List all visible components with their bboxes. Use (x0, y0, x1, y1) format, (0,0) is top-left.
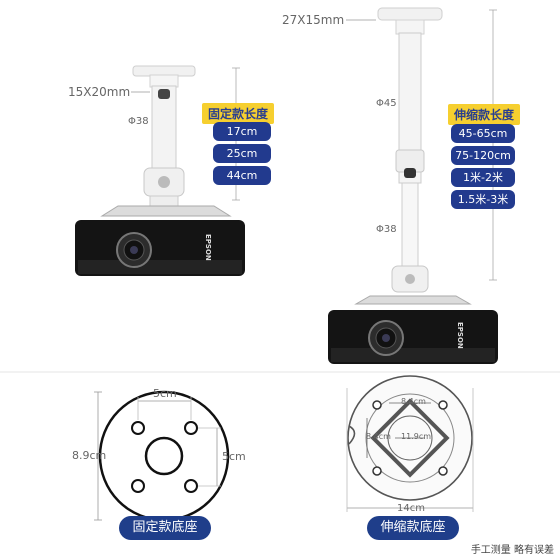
tele-base-inner-left-dim: 8.4cm (366, 432, 391, 441)
fixed-base-drawing (94, 390, 230, 522)
tele-pipe-size-label: 27X15mm (282, 13, 345, 27)
tele-ceiling-plate (377, 7, 443, 21)
tele-diameter-upper-label: Φ45 (376, 98, 397, 109)
tele-base-center-dim: 11.9cm (401, 432, 432, 441)
fixed-mount-drawing: EPSON (75, 65, 245, 276)
fixed-base-right-dim: 5cm (222, 450, 246, 463)
fixed-base-top-dim: 5cm (153, 387, 177, 400)
tele-inner-pole (401, 182, 419, 272)
tele-length-list: 45-65cm 75-120cm 1米-2米 1.5米-3米 (451, 124, 515, 209)
fixed-length-option: 17cm (213, 122, 271, 141)
tele-base-bottom-dim: 14cm (397, 503, 425, 514)
tele-projector-brand: EPSON (456, 322, 464, 349)
fixed-length-option: 44cm (213, 166, 271, 185)
tele-diameter-lower-label: Φ38 (376, 224, 397, 235)
footer-note: 手工测量 略有误差 (470, 545, 554, 556)
tele-base-inner-top-dim: 8.4cm (401, 397, 426, 406)
fixed-base-left-dim: 8.9cm (72, 449, 107, 462)
telescopic-mount-drawing: EPSON (328, 7, 498, 364)
tele-length-title: 伸缩款长度 (448, 104, 521, 125)
fixed-length-list: 17cm 25cm 44cm (213, 122, 271, 185)
tele-length-option: 45-65cm (451, 124, 515, 143)
tele-length-option: 1.5米-3米 (451, 190, 515, 209)
tele-length-option: 75-120cm (451, 146, 515, 165)
fixed-projector-brand: EPSON (204, 234, 212, 261)
fixed-base-label: 固定款底座 (119, 516, 211, 540)
telescopic-base-drawing (346, 375, 474, 512)
fixed-pipe-size-label: 15X20mm (68, 85, 131, 99)
fixed-diameter-label: Φ38 (128, 116, 149, 127)
tele-base-label: 伸缩款底座 (367, 516, 459, 540)
tele-length-option: 1米-2米 (451, 168, 515, 187)
fixed-length-option: 25cm (213, 144, 271, 163)
fixed-length-title: 固定款长度 (202, 103, 275, 124)
